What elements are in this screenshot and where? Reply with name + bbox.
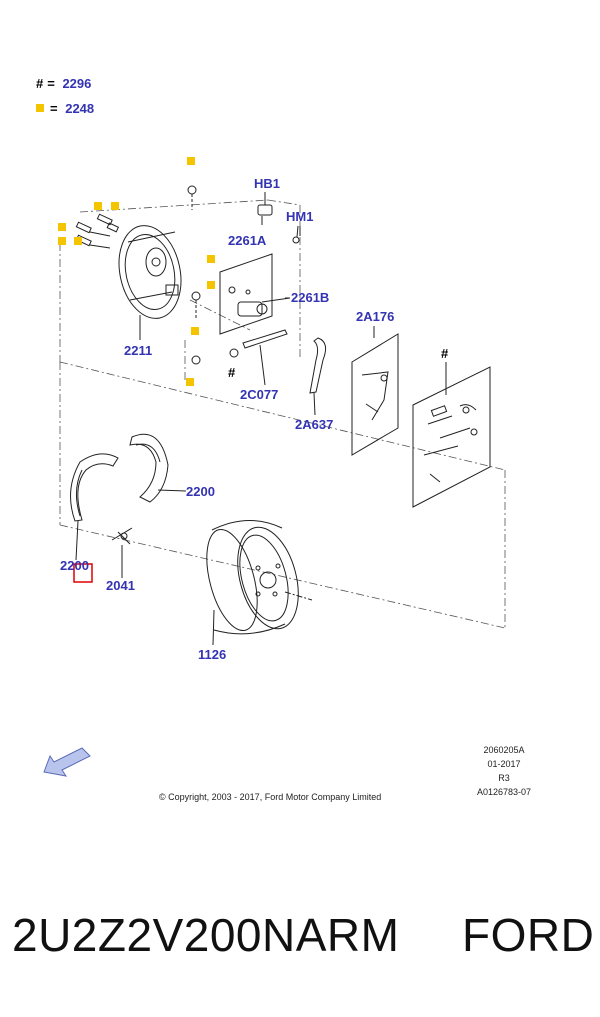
wheel-cylinder-2261b [228, 286, 291, 317]
backing-plate-2211 [118, 225, 182, 319]
panel-2a176 [351, 333, 399, 456]
legend-hash-ref[interactable]: 2296 [62, 76, 92, 91]
callout-hb1[interactable]: HB1 [254, 176, 281, 191]
cap-hm1 [292, 225, 300, 244]
brake-shoe-left [70, 453, 119, 561]
nut-mid [191, 291, 201, 301]
callout-hm1[interactable]: HM1 [286, 209, 314, 224]
footer-part-number: 2U2Z2V200NARM [12, 909, 400, 961]
panel-hardware-kit [412, 366, 491, 508]
hardware-kit-parts [423, 362, 478, 483]
callout-hash-kit[interactable]: # [441, 346, 449, 361]
copyright-notice: © Copyright, 2003 - 2017, Ford Motor Com… [159, 792, 382, 802]
callout-2a637[interactable]: 2A637 [295, 417, 334, 432]
callout-2261b[interactable]: 2261B [291, 290, 330, 305]
callout-2261a[interactable]: 2261A [228, 233, 267, 248]
callout-2211[interactable]: 2211 [124, 343, 153, 358]
panel-2261a [219, 253, 273, 335]
parking-lever-2a637 [309, 337, 327, 416]
callout-2200-left[interactable]: 2200 [60, 558, 89, 573]
navigation-arrow-icon [43, 747, 91, 777]
legend-square-ref[interactable]: 2248 [65, 101, 95, 116]
callout-2a176[interactable]: 2A176 [356, 309, 395, 324]
brake-drum-1126 [206, 519, 313, 646]
kit-2a176-parts [361, 326, 389, 421]
callout-2200-right[interactable]: 2200 [186, 484, 215, 499]
adjuster-2041 [111, 527, 133, 578]
assembly-boundary-lines [59, 199, 506, 629]
legend-equals: = [50, 101, 58, 116]
callout-1126[interactable]: 1126 [198, 647, 227, 662]
yellow-marker-squares [58, 157, 215, 386]
fasteners-left [75, 213, 120, 249]
bleeder-screw-hb1 [257, 192, 273, 216]
nut-top [187, 185, 197, 195]
illustration-id: 2060205A [483, 745, 525, 755]
illustration-ref-number: A0126783-07 [476, 787, 532, 797]
callout-hash-small: # [228, 365, 236, 380]
yellow-square-icon [36, 104, 44, 112]
adjuster-lever-2c077 [229, 329, 288, 386]
nut-bottom [191, 355, 201, 365]
callout-2c077[interactable]: 2C077 [240, 387, 279, 402]
legend-hash-row: #= 2296 [36, 76, 91, 91]
illustration-revision: R3 [498, 773, 510, 783]
illustration-date: 01-2017 [487, 759, 521, 769]
highlight-box [73, 563, 93, 583]
hash-symbol: # [36, 76, 44, 91]
legend-equals: = [47, 76, 55, 91]
brake-shoe-right [129, 433, 187, 503]
legend-square-row: = 2248 [36, 101, 94, 116]
footer-brand: FORD [462, 909, 595, 961]
callout-2041[interactable]: 2041 [106, 578, 135, 593]
